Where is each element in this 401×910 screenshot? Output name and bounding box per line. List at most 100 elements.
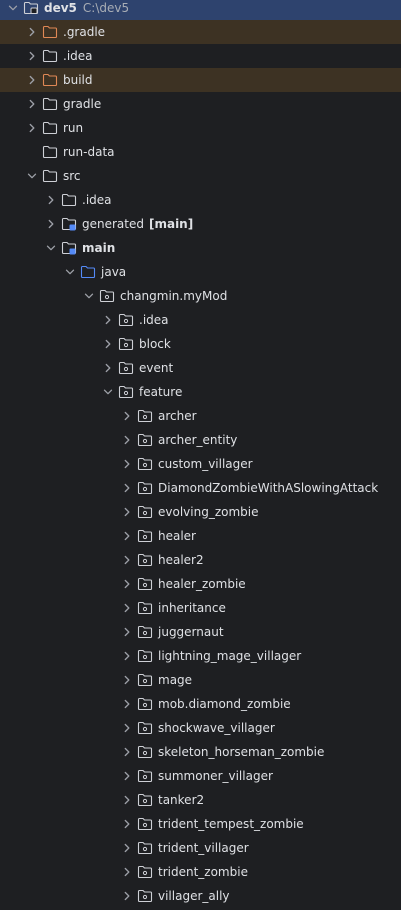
tree-node-src[interactable]: src xyxy=(0,164,401,188)
chevron-right-icon[interactable] xyxy=(119,816,135,832)
chevron-right-icon[interactable] xyxy=(43,192,59,208)
tree-node-label: .idea xyxy=(82,193,112,207)
chevron-down-icon[interactable] xyxy=(81,288,97,304)
tree-node-tanker2[interactable]: tanker2 xyxy=(0,788,401,812)
chevron-right-icon[interactable] xyxy=(119,648,135,664)
tree-node-diamondzombiewithaslowingattack[interactable]: DiamondZombieWithASlowingAttack xyxy=(0,476,401,500)
tree-node-changmin-mymod[interactable]: changmin.myMod xyxy=(0,284,401,308)
chevron-right-icon[interactable] xyxy=(24,48,40,64)
chevron-right-icon[interactable] xyxy=(119,888,135,904)
chevron-right-icon[interactable] xyxy=(119,768,135,784)
tree-node-villager-ally[interactable]: villager_ally xyxy=(0,884,401,908)
tree-node-label: src xyxy=(63,169,81,183)
package-icon xyxy=(137,816,153,832)
tree-node-label: villager_ally xyxy=(158,889,230,903)
chevron-right-icon[interactable] xyxy=(100,360,116,376)
tree-node-trident-tempest-zombie[interactable]: trident_tempest_zombie xyxy=(0,812,401,836)
chevron-right-icon[interactable] xyxy=(119,408,135,424)
chevron-right-icon[interactable] xyxy=(119,744,135,760)
chevron-right-icon[interactable] xyxy=(119,792,135,808)
tree-node-run[interactable]: run xyxy=(0,116,401,140)
tree-node-skeleton-horseman-zombie[interactable]: skeleton_horseman_zombie xyxy=(0,740,401,764)
tree-node-label: evolving_zombie xyxy=(158,505,259,519)
tree-node-main[interactable]: main xyxy=(0,236,401,260)
tree-node-trident-villager[interactable]: trident_villager xyxy=(0,836,401,860)
package-icon xyxy=(137,696,153,712)
tree-node-healer2[interactable]: healer2 xyxy=(0,548,401,572)
tree-node-summoner-villager[interactable]: summoner_villager xyxy=(0,764,401,788)
tree-node-label: juggernaut xyxy=(158,625,224,639)
chevron-right-icon[interactable] xyxy=(43,216,59,232)
tree-node-run-data[interactable]: run-data xyxy=(0,140,401,164)
tree-node-lightning-mage-villager[interactable]: lightning_mage_villager xyxy=(0,644,401,668)
chevron-right-icon[interactable] xyxy=(119,720,135,736)
tree-node-label: run-data xyxy=(63,145,115,159)
chevron-right-icon[interactable] xyxy=(119,624,135,640)
tree-node-java[interactable]: java xyxy=(0,260,401,284)
chevron-down-icon[interactable] xyxy=(100,384,116,400)
tree-node-healer[interactable]: healer xyxy=(0,524,401,548)
package-icon xyxy=(137,504,153,520)
tree-node-shockwave-villager[interactable]: shockwave_villager xyxy=(0,716,401,740)
tree-node-generated[interactable]: generated[main] xyxy=(0,212,401,236)
tree-node-block[interactable]: block xyxy=(0,332,401,356)
tree-node-label: tanker2 xyxy=(158,793,205,807)
tree-node-mage[interactable]: mage xyxy=(0,668,401,692)
tree-node-evolving-zombie[interactable]: evolving_zombie xyxy=(0,500,401,524)
package-icon xyxy=(137,576,153,592)
tree-node-archer[interactable]: archer xyxy=(0,404,401,428)
tree-node-feature[interactable]: feature xyxy=(0,380,401,404)
tree-node-label: main xyxy=(82,241,116,255)
folder-icon xyxy=(42,168,58,184)
chevron-right-icon[interactable] xyxy=(119,504,135,520)
tree-node-trident-zombie[interactable]: trident_zombie xyxy=(0,860,401,884)
chevron-right-icon[interactable] xyxy=(24,24,40,40)
tree-node-custom-villager[interactable]: custom_villager xyxy=(0,452,401,476)
package-icon xyxy=(137,840,153,856)
tree-node-label: feature xyxy=(139,385,183,399)
chevron-down-icon[interactable] xyxy=(62,264,78,280)
tree-node-inheritance[interactable]: inheritance xyxy=(0,596,401,620)
chevron-right-icon[interactable] xyxy=(100,312,116,328)
tree-node-juggernaut[interactable]: juggernaut xyxy=(0,620,401,644)
package-icon xyxy=(137,408,153,424)
package-icon xyxy=(137,528,153,544)
tree-node-event[interactable]: event xyxy=(0,356,401,380)
tree-node-idea[interactable]: .idea xyxy=(0,308,401,332)
chevron-right-icon[interactable] xyxy=(24,96,40,112)
chevron-right-icon[interactable] xyxy=(119,432,135,448)
tree-node-label: shockwave_villager xyxy=(158,721,275,735)
chevron-right-icon[interactable] xyxy=(119,864,135,880)
tree-node-build[interactable]: build xyxy=(0,68,401,92)
tree-node-archer-entity[interactable]: archer_entity xyxy=(0,428,401,452)
chevron-right-icon[interactable] xyxy=(119,480,135,496)
tree-node-label: inheritance xyxy=(158,601,226,615)
chevron-right-icon[interactable] xyxy=(119,552,135,568)
chevron-right-icon[interactable] xyxy=(119,456,135,472)
tree-node-idea[interactable]: .idea xyxy=(0,44,401,68)
tree-node-gradle[interactable]: .gradle xyxy=(0,20,401,44)
chevron-right-icon[interactable] xyxy=(119,576,135,592)
chevron-right-icon[interactable] xyxy=(119,672,135,688)
chevron-right-icon[interactable] xyxy=(119,696,135,712)
chevron-down-icon[interactable] xyxy=(5,0,21,16)
tree-node-gradle[interactable]: gradle xyxy=(0,92,401,116)
chevron-right-icon[interactable] xyxy=(119,840,135,856)
tree-node-healer-zombie[interactable]: healer_zombie xyxy=(0,572,401,596)
folder-excluded-icon xyxy=(42,72,58,88)
chevron-down-icon[interactable] xyxy=(24,168,40,184)
tree-node-idea[interactable]: .idea xyxy=(0,188,401,212)
tree-node-mob-diamond-zombie[interactable]: mob.diamond_zombie xyxy=(0,692,401,716)
chevron-down-icon[interactable] xyxy=(43,240,59,256)
tree-node-label: healer_zombie xyxy=(158,577,246,591)
tree-node-label: mage xyxy=(158,673,193,687)
chevron-right-icon[interactable] xyxy=(24,72,40,88)
tree-node-label: archer xyxy=(158,409,197,423)
chevron-right-icon[interactable] xyxy=(100,336,116,352)
tree-node-label: event xyxy=(139,361,174,375)
chevron-right-icon[interactable] xyxy=(119,600,135,616)
chevron-right-icon[interactable] xyxy=(24,120,40,136)
chevron-right-icon[interactable] xyxy=(119,528,135,544)
